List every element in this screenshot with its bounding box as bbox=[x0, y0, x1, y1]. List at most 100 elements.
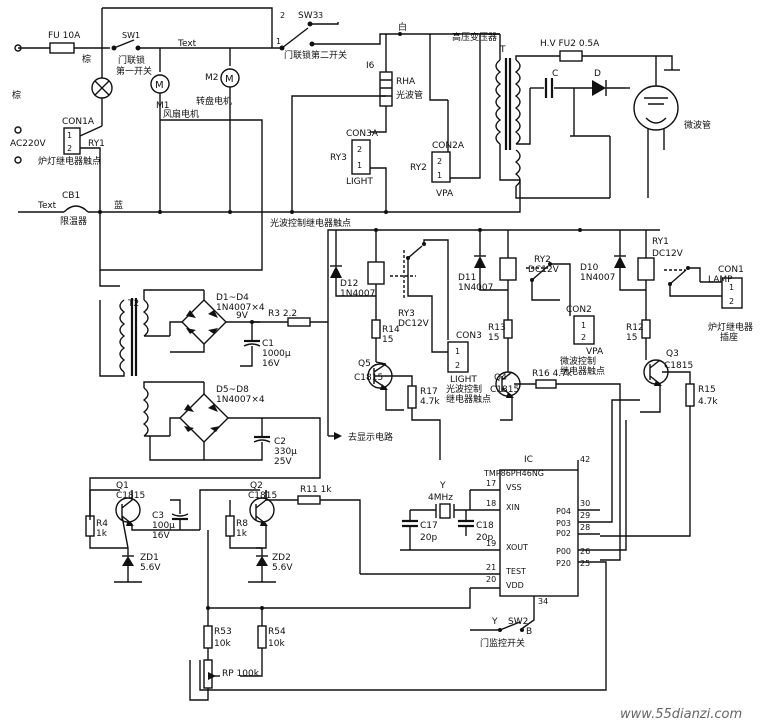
wire-color-white: 白 bbox=[398, 21, 407, 33]
pin-p20: P20 bbox=[556, 559, 571, 568]
q4-part: C1815 bbox=[490, 385, 519, 395]
m2-label: M2 bbox=[205, 73, 219, 83]
mcu-section: IC TMP86PH46NG 42 17 VSS 18 XIN 19 XOUT … bbox=[199, 399, 640, 691]
r11-label: R11 1k bbox=[300, 485, 332, 495]
con1-pin1: 1 bbox=[729, 283, 734, 292]
r4-value: 1k bbox=[96, 529, 108, 539]
pin34: 34 bbox=[538, 597, 548, 606]
pin30: 30 bbox=[580, 499, 590, 508]
ry2-label: RY2 bbox=[534, 255, 551, 265]
ic-label: IC bbox=[524, 455, 533, 465]
resistor-r17 bbox=[407, 385, 417, 409]
con2a-pin1: 1 bbox=[437, 171, 442, 180]
photo-tube-rha bbox=[379, 71, 393, 107]
transistor-q2 bbox=[249, 497, 275, 523]
hv-secondary-coil bbox=[514, 59, 521, 145]
con3-pin1: 1 bbox=[455, 347, 460, 356]
resistor-r8 bbox=[225, 515, 235, 537]
con1a-pin1: 1 bbox=[67, 131, 72, 140]
r54-value: 10k bbox=[268, 639, 285, 649]
r17-label: R17 bbox=[420, 387, 438, 397]
r15-value: 4.7k bbox=[698, 397, 718, 407]
c2-label: C2 bbox=[274, 437, 286, 447]
pin19: 19 bbox=[486, 539, 496, 548]
ac-input-label: AC220V bbox=[10, 139, 46, 149]
photo-ctrl-label: 光波控制 bbox=[446, 383, 482, 395]
m1-name: 风扇电机 bbox=[163, 108, 199, 120]
hv-primary-coil bbox=[495, 59, 502, 145]
rha-label: RHA bbox=[396, 77, 416, 87]
hv-fuse-label: H.V FU2 0.5A bbox=[540, 39, 600, 49]
ry3-voltage: DC12V bbox=[398, 319, 430, 329]
r14-label: R14 bbox=[382, 325, 400, 335]
con1-connector bbox=[721, 277, 743, 309]
resistor-r11 bbox=[297, 495, 321, 505]
c18-value: 20p bbox=[476, 533, 493, 543]
ac-mains-section: FU 10A 棕 SW1 Text 门联锁 第一开关 M M1 风扇电机 M M… bbox=[10, 7, 711, 271]
resistor-r14 bbox=[371, 319, 381, 339]
fuse-fu bbox=[49, 42, 75, 54]
door-switch1-label-a: 门联锁 bbox=[118, 54, 145, 66]
r12-label: R12 bbox=[626, 323, 644, 333]
pin-p04: P04 bbox=[556, 507, 571, 516]
con3a-pin1: 1 bbox=[357, 161, 362, 170]
c1-value: 1000μ bbox=[262, 349, 291, 359]
pin28: 28 bbox=[580, 523, 590, 532]
sw3-label: SW3 bbox=[298, 11, 318, 21]
resistor-r15 bbox=[685, 383, 695, 407]
wire-color-brown: 棕 bbox=[82, 53, 91, 65]
pin-xin: XIN bbox=[506, 503, 520, 512]
pin21: 21 bbox=[486, 563, 496, 572]
zd1-label: ZD1 bbox=[140, 553, 159, 563]
to-display-label: 去显示电路 bbox=[348, 431, 393, 443]
pin20: 20 bbox=[486, 575, 496, 584]
r17-value: 4.7k bbox=[420, 397, 440, 407]
pin-vss: VSS bbox=[506, 483, 522, 492]
limiter-label: 限温器 bbox=[60, 216, 87, 227]
q5-part: C1815 bbox=[354, 373, 383, 383]
crystal-freq-label: 4MHz bbox=[428, 493, 453, 503]
ry3-label: RY3 bbox=[398, 309, 415, 319]
resistor-r16 bbox=[535, 379, 557, 389]
c18-label: C18 bbox=[476, 521, 494, 531]
relay-contact-label: 继电器触点 bbox=[446, 393, 491, 405]
con1-pin2: 2 bbox=[729, 297, 734, 306]
q1-part: C1815 bbox=[116, 491, 145, 501]
m1-label: M1 bbox=[156, 101, 170, 111]
d5d8-label: D5~D8 bbox=[216, 385, 249, 395]
sw1-label: SW1 bbox=[122, 31, 140, 40]
q2-part: C1815 bbox=[248, 491, 277, 501]
q1-label: Q1 bbox=[116, 481, 129, 491]
wire-color-blue: 蓝 bbox=[114, 199, 123, 211]
ic-tmp86ph46ng bbox=[499, 469, 579, 597]
d11-label: D11 bbox=[458, 273, 476, 283]
ry2-label-top: RY2 bbox=[410, 163, 427, 173]
zd2-value: 5.6V bbox=[272, 563, 293, 573]
pin-vdd: VDD bbox=[506, 581, 524, 590]
con3-connector bbox=[447, 341, 469, 373]
pin-p02: P02 bbox=[556, 529, 571, 538]
t2-secondary-coil-a bbox=[142, 299, 149, 337]
sw3-pin1: 1 bbox=[276, 37, 281, 46]
lamp-label: LAMP bbox=[708, 275, 733, 285]
r3-label: R3 2.2 bbox=[268, 309, 297, 319]
c2-voltage: 25V bbox=[274, 457, 292, 467]
relay-driver-section: 光波控制继电器触点 D12 1N4007 RY3 DC12V R14 15 CO… bbox=[270, 217, 753, 561]
motor-m1-glyph: M bbox=[155, 80, 164, 91]
con2-pin1: 1 bbox=[581, 321, 586, 330]
light-label-top: LIGHT bbox=[346, 177, 373, 187]
q3-part: C1815 bbox=[664, 361, 693, 371]
photo-tube-label: 光波管 bbox=[396, 89, 423, 101]
r53-label: R53 bbox=[214, 627, 232, 637]
d12-part: 1N4007 bbox=[340, 289, 375, 299]
transformer-t-label: T bbox=[499, 45, 506, 55]
crystal-y-label: Y bbox=[439, 481, 446, 491]
transistor-q1 bbox=[115, 497, 141, 523]
vpa-label-top: VPA bbox=[436, 189, 454, 199]
pin26: 26 bbox=[580, 547, 590, 556]
con3a-pin2: 2 bbox=[357, 145, 362, 154]
d11-part: 1N4007 bbox=[458, 283, 493, 293]
text-label-top: Text bbox=[177, 39, 197, 49]
